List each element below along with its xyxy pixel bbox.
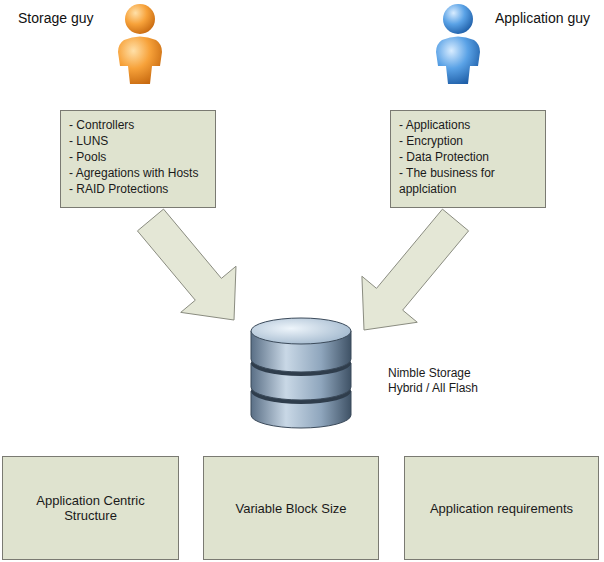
list-item: - Agregations with Hosts xyxy=(69,165,209,181)
storage-person-icon xyxy=(118,4,162,84)
list-item: - Encryption xyxy=(399,133,539,149)
list-item: - Pools xyxy=(69,149,209,165)
person-label: Storage guy xyxy=(18,10,94,26)
feature-box: Application requirements xyxy=(404,456,599,560)
role-list-box: - Applications- Encryption- Data Protect… xyxy=(390,110,546,208)
storage-array: Nimble Storage Hybrid / All Flash xyxy=(248,316,354,430)
application-person-icon xyxy=(436,4,480,84)
storage-caption: Nimble Storage Hybrid / All Flash xyxy=(388,366,496,396)
list-item: - LUNS xyxy=(69,133,209,149)
box-text: Application Centric Structure xyxy=(9,493,172,523)
box-text: Variable Block Size xyxy=(235,501,346,516)
person-label: Application guy xyxy=(495,10,590,26)
list-item: - RAID Protections xyxy=(69,181,209,197)
list-item: - The business for applciation xyxy=(399,165,539,197)
cylinder-icon xyxy=(248,316,354,430)
list-item: - Data Protection xyxy=(399,149,539,165)
list-item: - Applications xyxy=(399,117,539,133)
feature-box: Application Centric Structure xyxy=(2,456,179,560)
role-list-box: - Controllers- LUNS- Pools- Agregations … xyxy=(60,110,216,208)
block-arrow xyxy=(362,209,469,330)
block-arrow xyxy=(137,209,236,320)
list-item: - Controllers xyxy=(69,117,209,133)
box-text: Application requirements xyxy=(430,501,573,516)
feature-box: Variable Block Size xyxy=(203,456,379,560)
